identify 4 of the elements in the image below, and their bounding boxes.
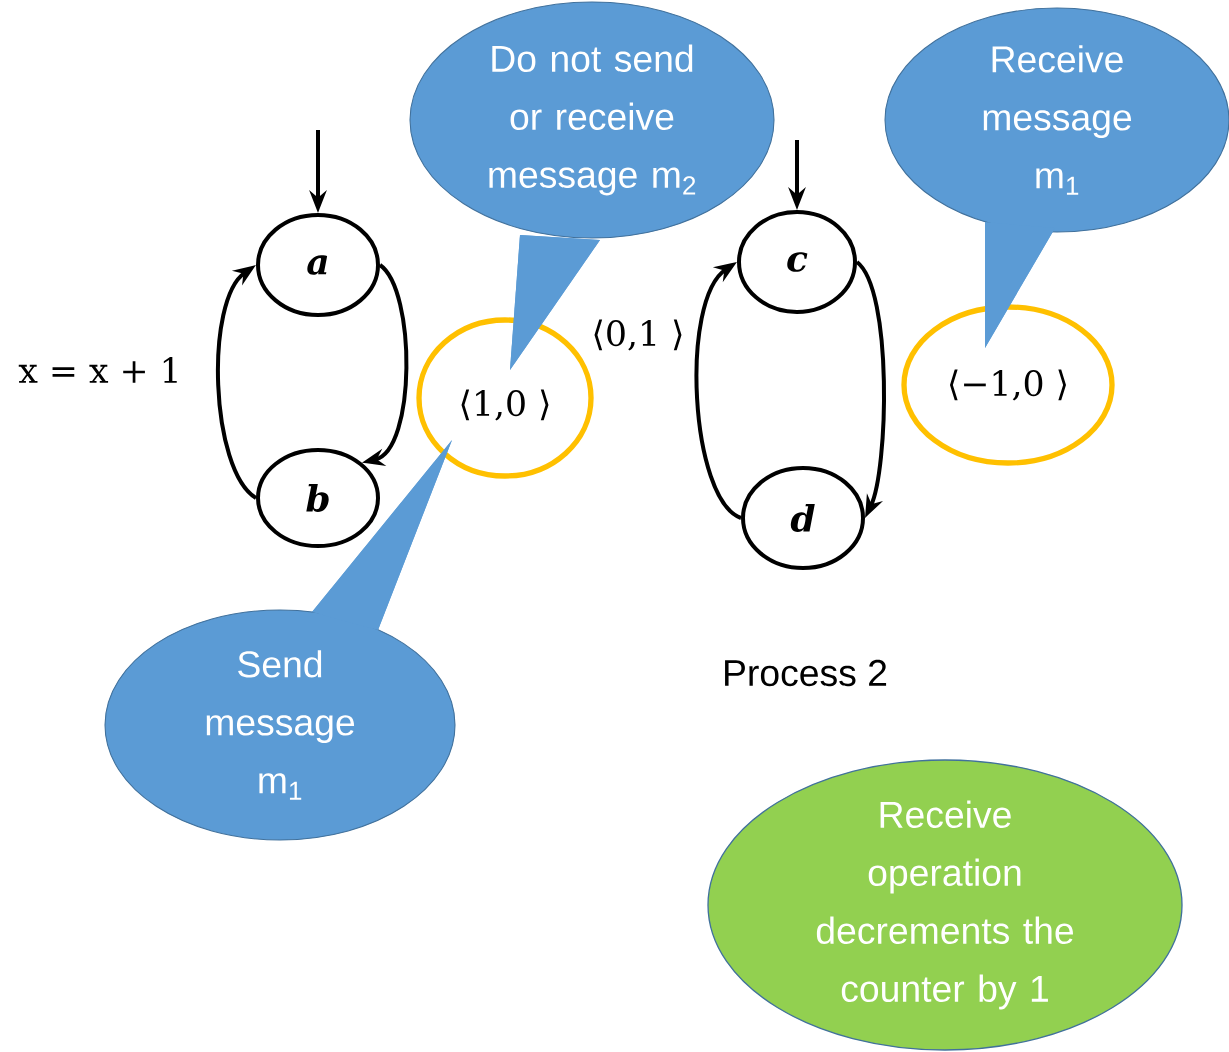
- equation-label: ⟨0,1 ⟩: [594, 319, 682, 351]
- caption-text: Process 2: [725, 659, 887, 687]
- equation-label: x = x + 1: [18, 357, 177, 383]
- speech-bubble: Receive message m$_{1}$: [884, 7, 1229, 348]
